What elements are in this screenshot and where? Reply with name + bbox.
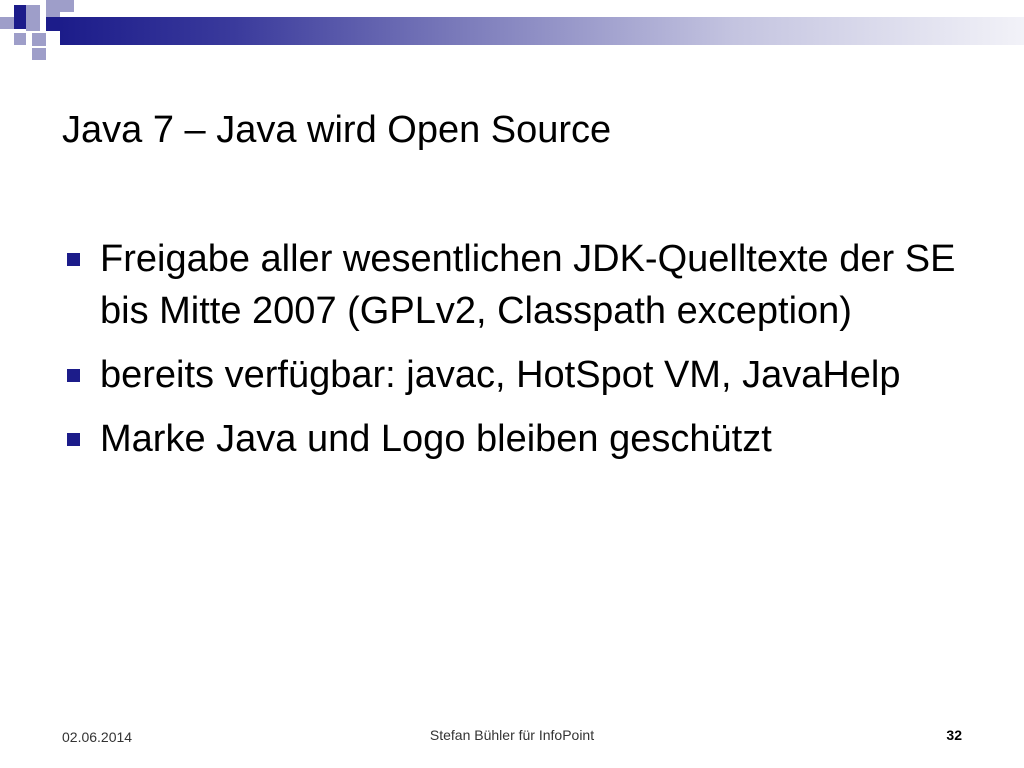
square-bullet-icon [67,369,80,382]
square-bullet-icon [67,433,80,446]
square-bullet-icon [67,253,80,266]
footer-date: 02.06.2014 [62,729,133,745]
bullet-item: bereits verfügbar: javac, HotSpot VM, Ja… [62,349,962,401]
page-number: 32 [946,727,962,743]
bullet-item: Freigabe aller wesentlichen JDK-Quelltex… [62,233,962,337]
bullet-text: bereits verfügbar: javac, HotSpot VM, Ja… [100,354,901,396]
slide-title: Java 7 – Java wird Open Source [62,109,612,151]
footer-author: Stefan Bühler für InfoPoint [429,727,595,743]
bullet-list: Freigabe aller wesentlichen JDK-Quelltex… [62,233,962,477]
bullet-item: Marke Java und Logo bleiben geschützt [62,413,962,465]
bullet-text: Marke Java und Logo bleiben geschützt [100,418,772,460]
bullet-text: Freigabe aller wesentlichen JDK-Quelltex… [100,238,956,332]
header-gradient-band [60,17,1024,45]
